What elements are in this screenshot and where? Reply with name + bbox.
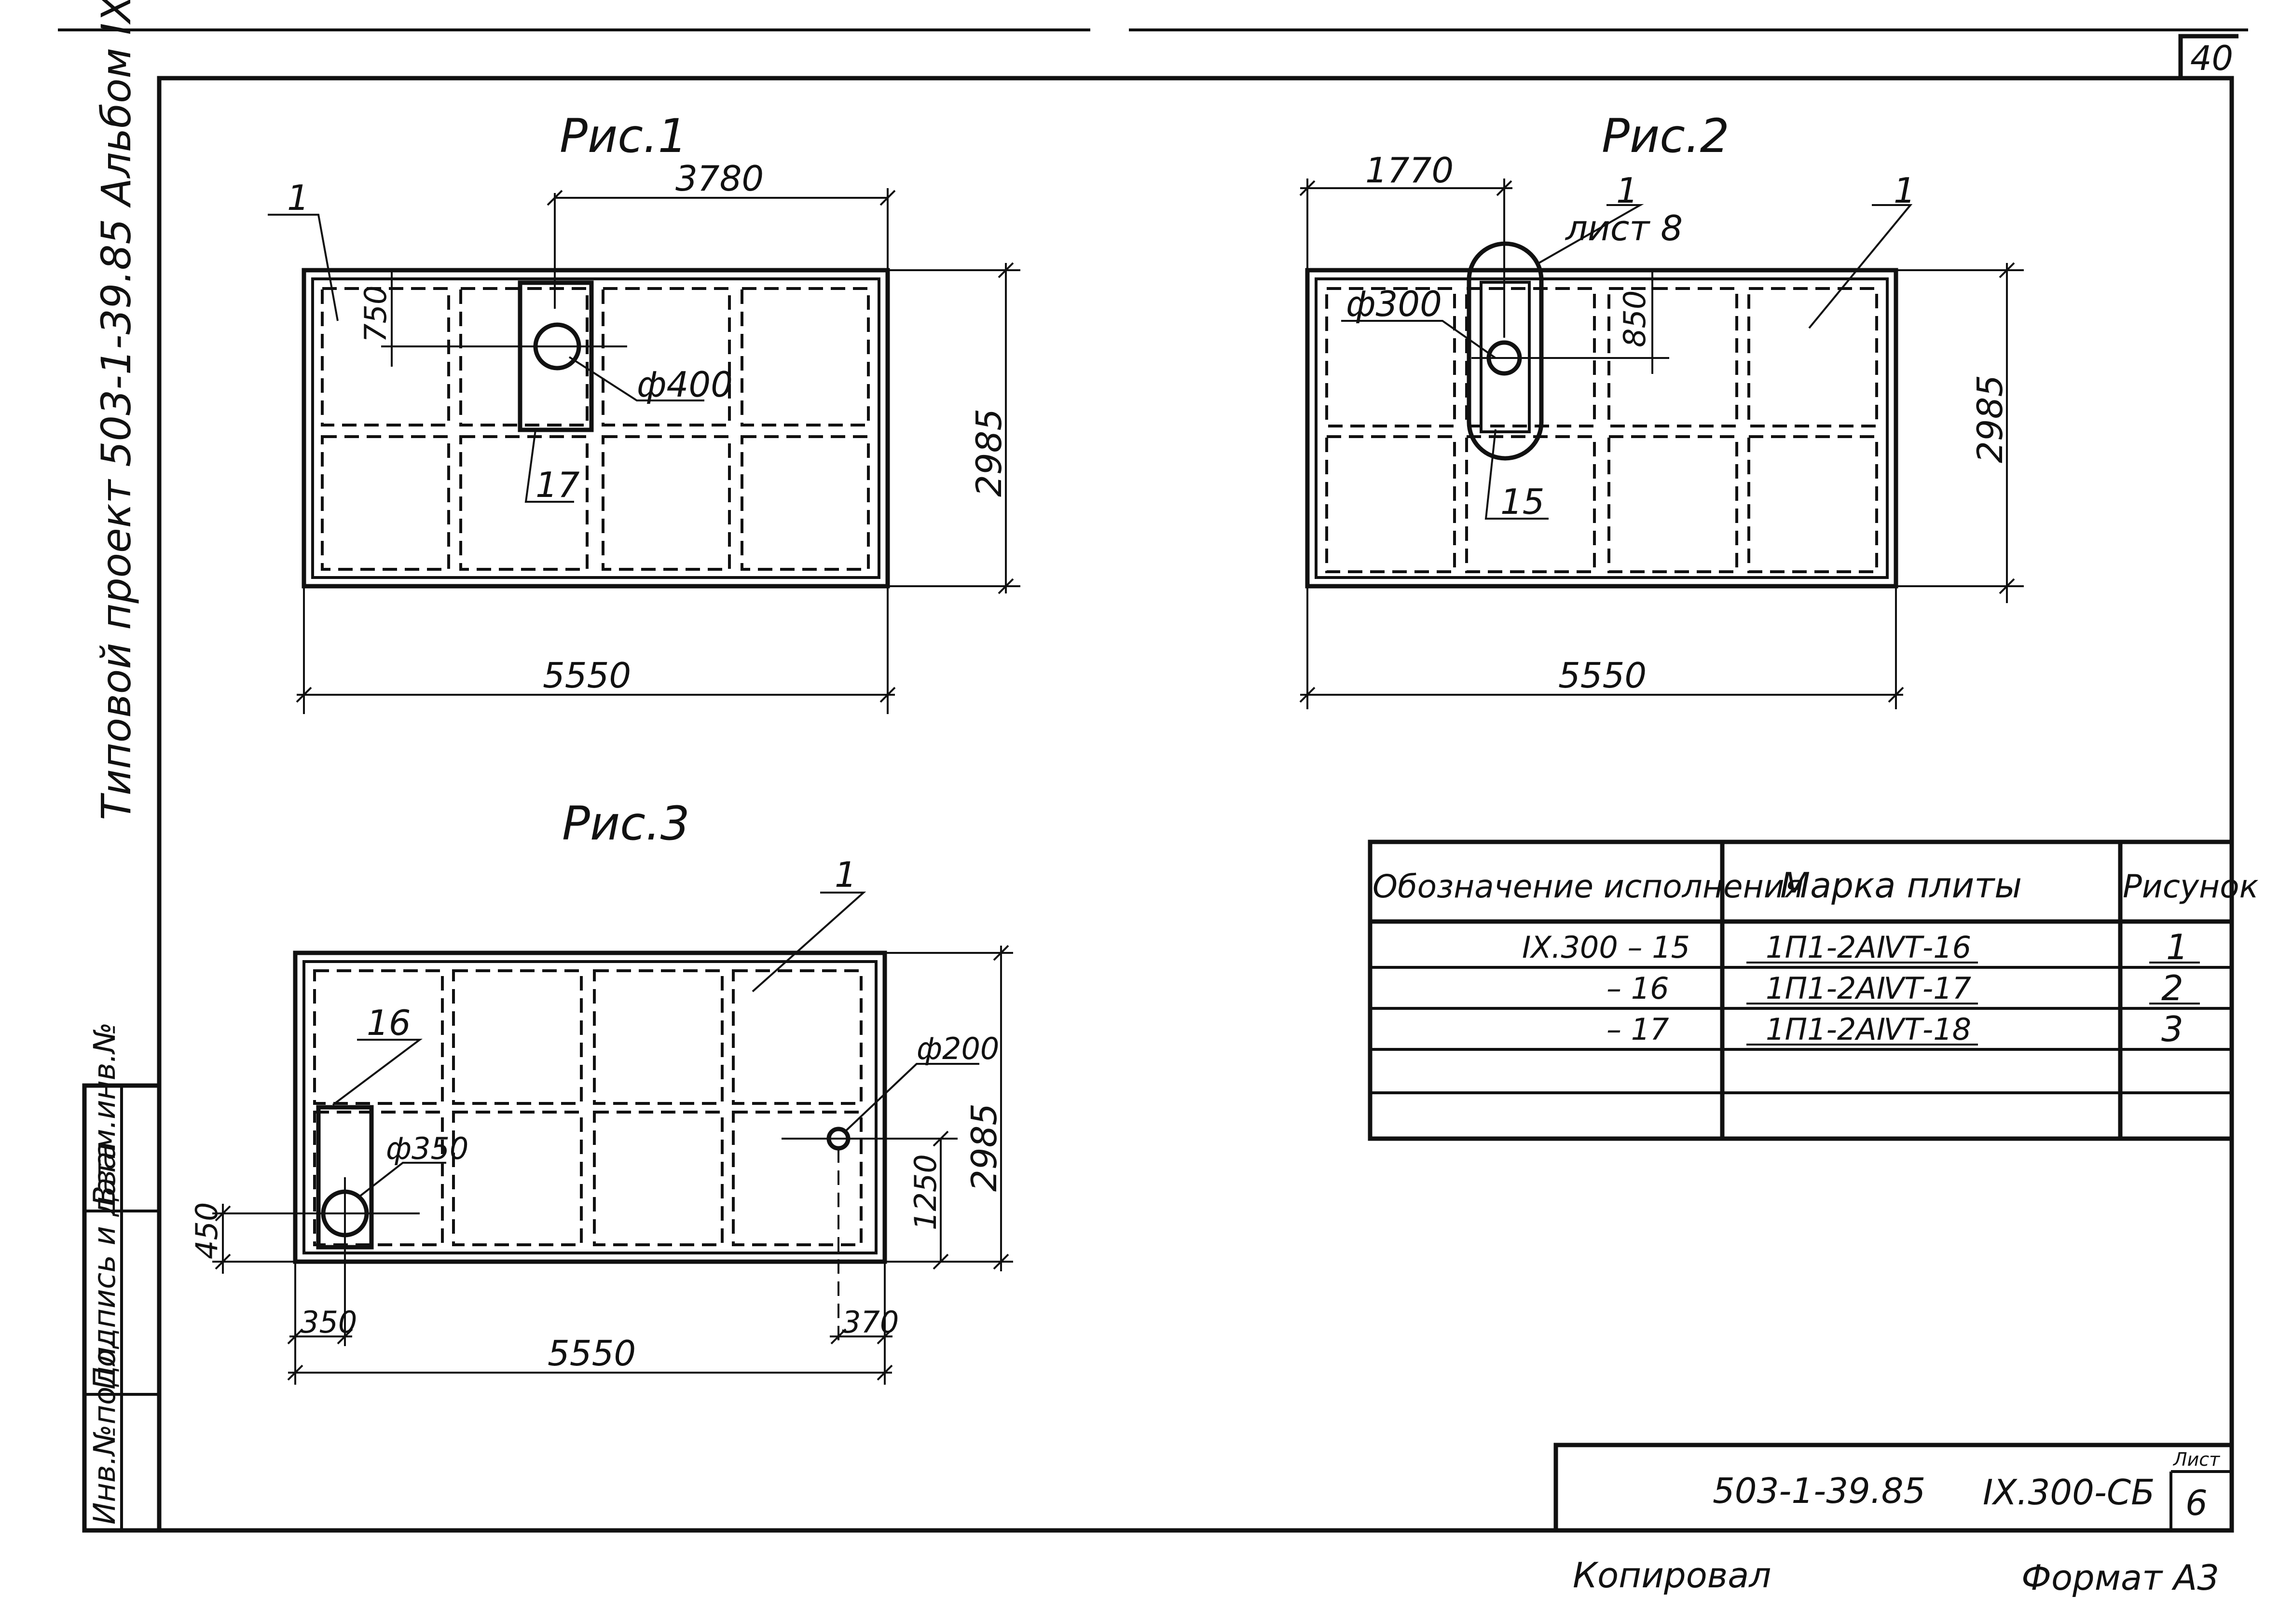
- fig3-slab-outer: [293, 950, 887, 1264]
- table-row-3-mark: 1П1-2АⅣТ-18: [1766, 1012, 1971, 1047]
- fig3-dim-right: 2985: [964, 1103, 1004, 1192]
- fig3-label-1: 1: [835, 854, 857, 895]
- fig1-dim-bottom: 5550: [543, 655, 631, 696]
- table-row-1-designation: IX.300 – 15: [1522, 930, 1690, 965]
- table-row-3-figure: 3: [2161, 1009, 2183, 1049]
- fig3-leader-small-hole: [844, 1063, 979, 1132]
- fig1-hole-label: ф400: [637, 364, 733, 405]
- fig2-cells: [1325, 287, 1878, 573]
- fig2-hole-label: ф300: [1346, 284, 1442, 324]
- fig2-sheet-ref: лист 8: [1565, 208, 1683, 248]
- fig2-leader-hole: [1341, 320, 1496, 359]
- footer-format: Формат А3: [2021, 1557, 2219, 1598]
- figure-3: Рис.3 2985 1250: [189, 797, 1013, 1385]
- table-row-1-figure: 1: [2166, 927, 2188, 967]
- fig3-dim-left-v: 450: [189, 1202, 224, 1259]
- fig1-label-17: 17: [535, 465, 580, 505]
- page-number-box: [2178, 34, 2238, 78]
- stamp-replace-label: Взам.инв.№: [87, 1022, 122, 1206]
- fig2-label-15: 15: [1500, 482, 1545, 522]
- fig3-dim-mid: 1250: [908, 1154, 943, 1230]
- fig3-hole-small-label: ф200: [917, 1031, 999, 1066]
- left-stamp-strip: Инв.№подл. Подпись и дата Взам.инв.№: [82, 1022, 162, 1533]
- fig2-dim-right: 2985: [1970, 375, 2010, 463]
- fig2-label-1a: 1: [1616, 170, 1638, 211]
- fig2-label-1b: 1: [1894, 170, 1916, 211]
- stamp-inv-label: Инв.№подл.: [87, 1337, 122, 1525]
- fig3-leader-16: [332, 1039, 423, 1106]
- fig1-leader-1: [268, 214, 339, 321]
- side-title: Типовой проект 503-1-39.85 Альбом IX: [93, 0, 140, 820]
- fig3-leader-big-hole: [358, 1162, 446, 1197]
- table-row-1-mark: 1П1-2АⅣТ-16: [1766, 930, 1971, 965]
- fig2-dim-bottom: 5550: [1558, 655, 1647, 696]
- table-row-3-designation: – 17: [1606, 1012, 1669, 1047]
- fig3-dim-right-h: 370: [842, 1305, 899, 1340]
- page-number: 40: [2190, 39, 2233, 78]
- fig2-leader-1a: [1538, 204, 1644, 264]
- fig2-slab-outer: [1305, 268, 1898, 589]
- title-block-code: IX.300-СБ: [1983, 1472, 2155, 1513]
- fig3-leader-1: [752, 892, 866, 992]
- table-row-2-figure: 2: [2161, 968, 2183, 1008]
- fig1-slab-outer: [302, 268, 890, 589]
- fig1-leader-hole: [568, 356, 704, 401]
- table-row-2-mark: 1П1-2АⅣТ-17: [1766, 971, 1971, 1006]
- footer-copied: Копировал: [1573, 1555, 1771, 1596]
- fig1-title: Рис.1: [560, 109, 687, 163]
- fig3-dim-left-h: 350: [300, 1305, 357, 1340]
- variants-table: Обозначение исполнения Марка плиты Рисун…: [1368, 840, 2259, 1141]
- fig1-label-1: 1: [287, 178, 309, 218]
- table-header-mark: Марка плиты: [1780, 865, 2022, 906]
- sheet-frame: [157, 76, 2234, 1533]
- fig1-leader-17: [524, 429, 574, 503]
- table-header-designation: Обозначение исполнения: [1373, 868, 1803, 905]
- fig2-leader-1b: [1808, 204, 1913, 329]
- fig3-hole-big-label: ф350: [386, 1131, 468, 1166]
- stamp-sign-label: Подпись и дата: [87, 1142, 122, 1390]
- title-block-project: 503-1-39.85: [1713, 1471, 1925, 1511]
- fig1-dim-top: 3780: [675, 158, 764, 199]
- title-block-sheet-label: Лист: [2172, 1449, 2221, 1470]
- figure-1: Рис.1 3780 2985: [268, 109, 1020, 714]
- fig1-slab-inner: [311, 277, 880, 579]
- figure-2: Рис.2 1770 850 2985: [1299, 109, 2024, 709]
- fig1-dim-small: 750: [358, 286, 393, 343]
- fig3-dim-bottom: 5550: [548, 1333, 636, 1374]
- fig3-label-16: 16: [367, 1003, 411, 1043]
- title-block-sheet-number: 6: [2185, 1483, 2208, 1523]
- title-block: Лист 503-1-39.85 IX.300-СБ 6: [1553, 1443, 2234, 1533]
- fig3-title: Рис.3: [562, 797, 690, 851]
- table-row-2-designation: – 16: [1606, 971, 1669, 1006]
- fig2-leader-15: [1484, 429, 1549, 520]
- fig3-cells: [313, 969, 863, 1246]
- fig2-dim-small: 850: [1617, 290, 1652, 347]
- fig2-slab-inner: [1315, 277, 1889, 579]
- fig1-dim-right: 2985: [969, 409, 1009, 497]
- fig2-title: Рис.2: [1602, 109, 1730, 163]
- fig3-slab-inner: [302, 960, 878, 1254]
- fig1-cells: [321, 287, 870, 571]
- fig2-dim-top: 1770: [1365, 150, 1454, 191]
- table-header-figure: Рисунок: [2123, 868, 2259, 905]
